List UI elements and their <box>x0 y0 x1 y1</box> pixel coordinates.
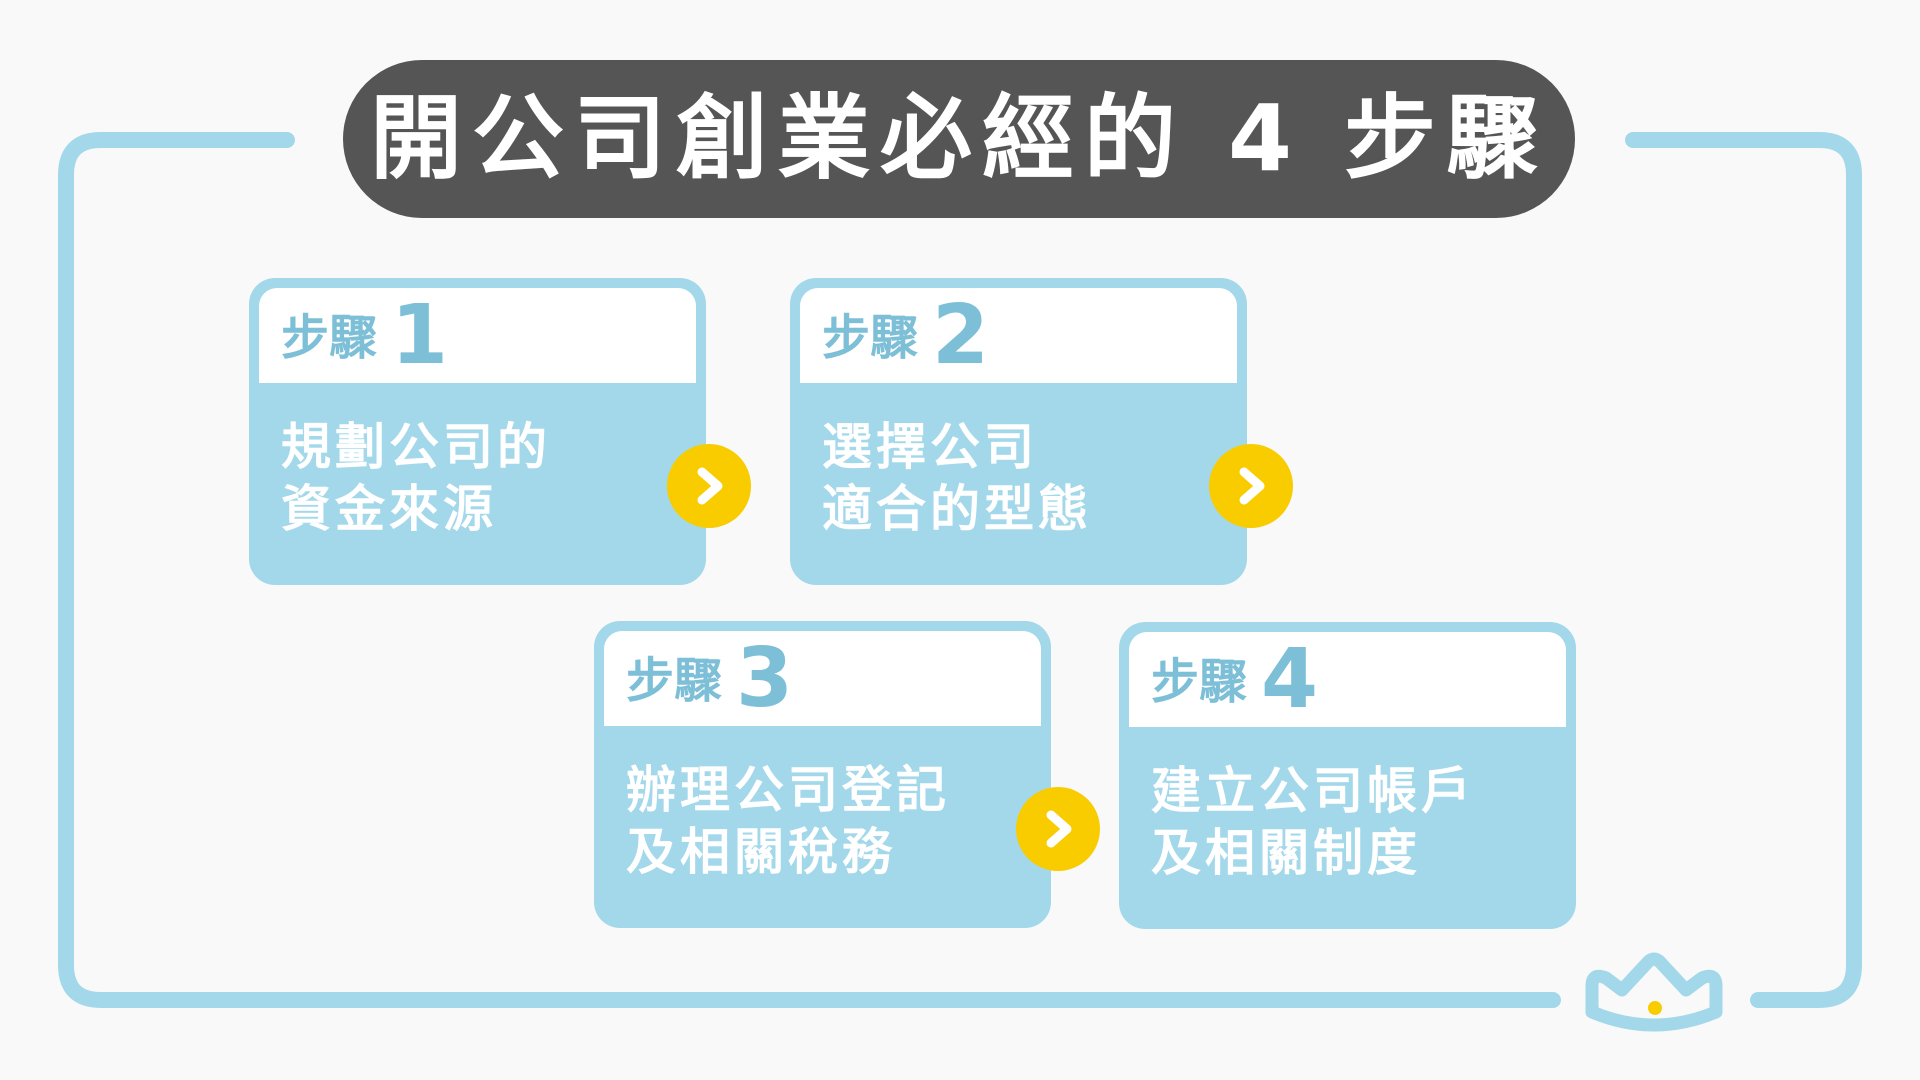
chevron-right-icon <box>1046 810 1072 848</box>
step-description: 規劃公司的 資金來源 <box>281 416 646 540</box>
step-card-header: 步驟 4 <box>1129 632 1566 727</box>
step-card-header: 步驟 2 <box>800 288 1237 383</box>
step-description: 選擇公司 適合的型態 <box>822 416 1187 540</box>
page-title: 開公司創業必經的 4 步驟 <box>369 85 1549 192</box>
next-step-button-1[interactable] <box>667 444 751 528</box>
step-label: 步驟 <box>626 652 723 709</box>
step-card-2: 步驟 2 選擇公司 適合的型態 <box>790 278 1247 585</box>
next-step-button-2[interactable] <box>1209 444 1293 528</box>
step-number: 3 <box>736 630 794 726</box>
step-description-line: 及相關稅務 <box>626 823 896 881</box>
step-description-line: 適合的型態 <box>822 480 1092 538</box>
step-description-line: 及相關制度 <box>1151 824 1421 882</box>
step-number: 4 <box>1261 631 1319 727</box>
step-description-line: 建立公司帳戶 <box>1151 762 1475 820</box>
step-label: 步驟 <box>822 309 919 366</box>
step-label: 步驟 <box>281 309 378 366</box>
step-card-header: 步驟 1 <box>259 288 696 383</box>
step-description: 辦理公司登記 及相關稅務 <box>626 759 991 883</box>
crown-icon <box>1585 952 1723 1032</box>
step-description-line: 辦理公司登記 <box>626 761 950 819</box>
next-step-button-3[interactable] <box>1016 787 1100 871</box>
step-card-4: 步驟 4 建立公司帳戶 及相關制度 <box>1119 622 1576 929</box>
step-number: 1 <box>391 287 449 383</box>
title-banner: 開公司創業必經的 4 步驟 <box>343 60 1575 218</box>
chevron-right-icon <box>697 467 723 505</box>
step-card-1: 步驟 1 規劃公司的 資金來源 <box>249 278 706 585</box>
step-description-line: 規劃公司的 <box>281 418 551 476</box>
step-description: 建立公司帳戶 及相關制度 <box>1151 760 1516 884</box>
step-description-line: 資金來源 <box>281 480 497 538</box>
step-label: 步驟 <box>1151 653 1248 710</box>
step-description-line: 選擇公司 <box>822 418 1038 476</box>
step-card-header: 步驟 3 <box>604 631 1041 726</box>
chevron-right-icon <box>1239 467 1265 505</box>
step-number: 2 <box>932 287 990 383</box>
step-card-3: 步驟 3 辦理公司登記 及相關稅務 <box>594 621 1051 928</box>
